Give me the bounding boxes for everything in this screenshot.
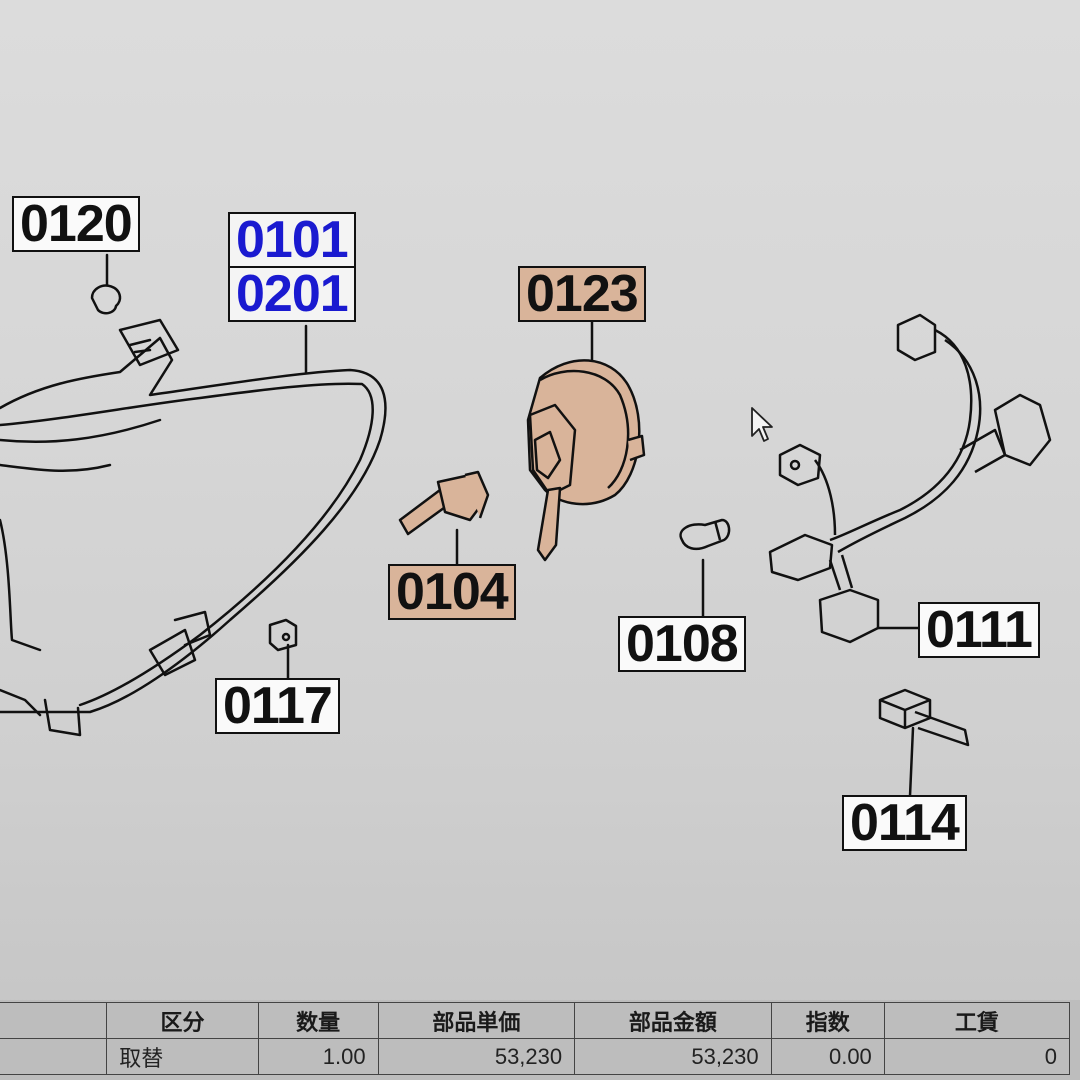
headlamp-exploded-diagram: [0, 253, 1052, 798]
table-row[interactable]: 取替 1.00 53,230 53,230 0.00 0: [0, 1038, 1071, 1075]
part-link-0201[interactable]: 0201: [230, 266, 354, 320]
part-number-label: 0114: [850, 794, 960, 852]
cell-index: 0.00: [770, 1038, 885, 1075]
col-header-parts-amount: 部品金額: [574, 1002, 772, 1039]
cell-category: 取替: [106, 1038, 259, 1075]
cell-labor: 0: [883, 1038, 1071, 1075]
cell-blank: [0, 1038, 108, 1075]
part-number-label: 0123: [526, 265, 639, 323]
part-number-label: 0111: [926, 601, 1033, 659]
callout-0104[interactable]: 0104: [388, 564, 516, 620]
callout-0114[interactable]: 0114: [842, 795, 967, 851]
callout-0120[interactable]: 0120: [12, 196, 140, 252]
callout-0111[interactable]: 0111: [918, 602, 1040, 658]
col-header-index: 指数: [770, 1002, 885, 1039]
col-header-unit-price: 部品単価: [377, 1002, 576, 1039]
table-header-row: 区分 数量 部品単価 部品金額 指数 工賃: [0, 1002, 1071, 1039]
callout-0108[interactable]: 0108: [618, 616, 746, 672]
col-header-category: 区分: [106, 1002, 259, 1039]
col-header-quantity: 数量: [257, 1002, 379, 1039]
col-header-labor: 工賃: [883, 1002, 1071, 1039]
callout-0117[interactable]: 0117: [215, 678, 340, 734]
col-header-blank: [0, 1002, 108, 1039]
parts-price-table-container: 区分 数量 部品単価 部品金額 指数 工賃 取替 1.00 53,230 53,…: [0, 1000, 1080, 1080]
cell-quantity: 1.00: [257, 1038, 379, 1075]
cell-unit-price: 53,230: [377, 1038, 576, 1075]
part-link-0101[interactable]: 0101: [236, 211, 349, 269]
parts-price-table: 区分 数量 部品単価 部品金額 指数 工賃 取替 1.00 53,230 53,…: [0, 1002, 1071, 1075]
part-number-label: 0108: [626, 615, 739, 673]
part-number-label: 0120: [20, 195, 133, 253]
callout-0101-0201[interactable]: 0101 0201: [228, 212, 356, 322]
mouse-cursor-icon: [751, 407, 773, 442]
part-number-label: 0104: [396, 563, 509, 621]
callout-0123[interactable]: 0123: [518, 266, 646, 322]
part-number-label: 0117: [223, 677, 333, 735]
cell-parts-amount: 53,230: [574, 1038, 772, 1075]
